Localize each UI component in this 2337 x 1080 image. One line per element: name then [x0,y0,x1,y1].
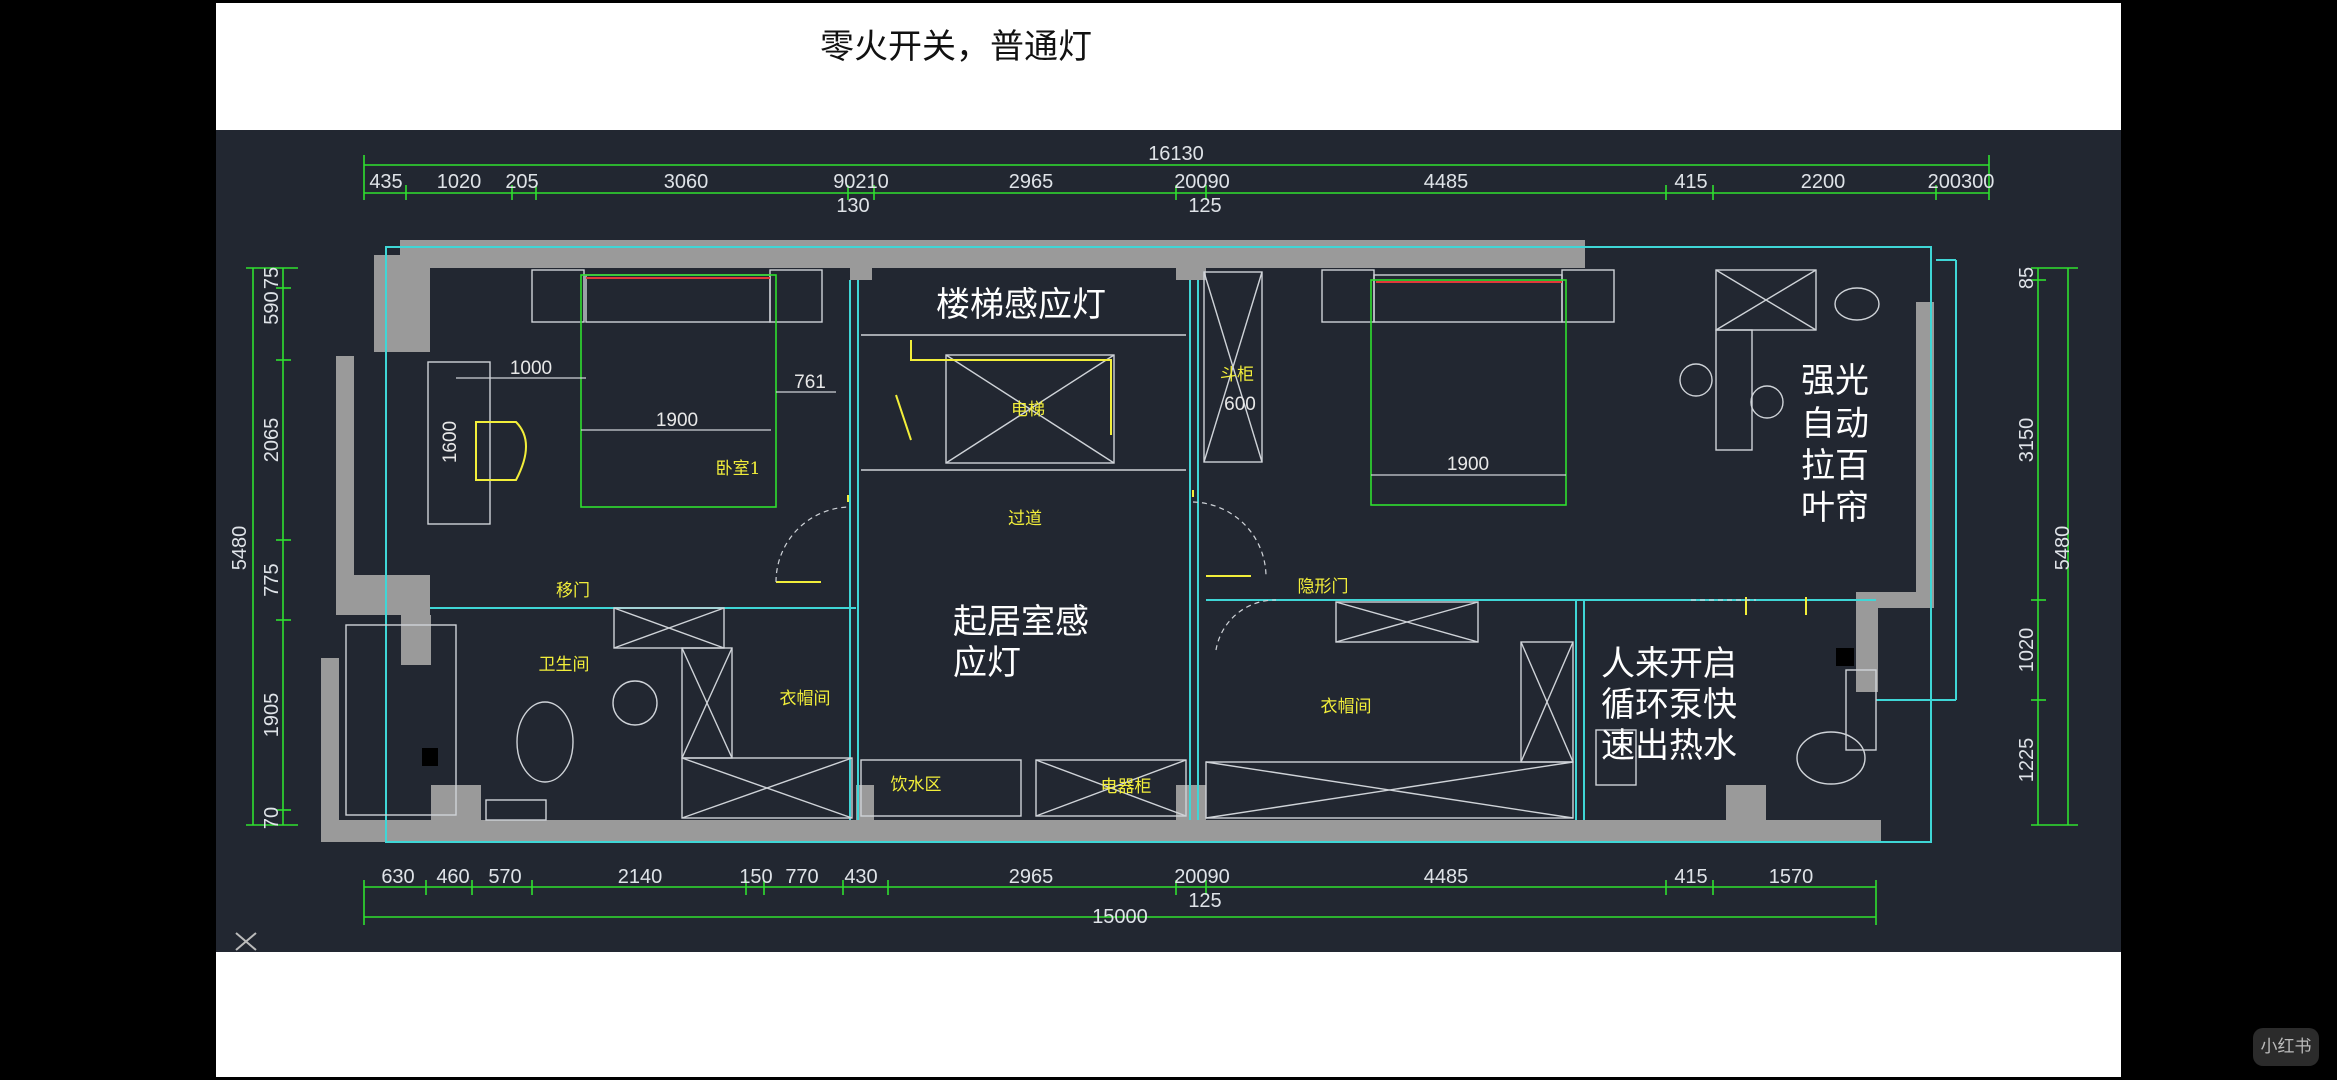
dim-top-8: 4485 [1424,171,1469,193]
furniture-dim-1900-right: 1900 [1447,454,1489,475]
dim-bottom-4: 2140 [618,866,663,888]
dim-bottom-9b: 125 [1188,890,1221,912]
dim-bottom-total: 15000 [1092,906,1148,928]
dim-left-1b: 75 [261,267,283,289]
fixture-markers [422,648,1854,766]
beds [456,274,1567,508]
door-swings [775,501,1756,651]
furniture-dim-600: 600 [1224,394,1256,415]
dim-bottom-12: 1570 [1769,866,1814,888]
dim-right-3: 1020 [2016,628,2038,673]
room-label-bedroom: 卧室1 [716,459,761,479]
annotation-blind-1: 强光 [1801,361,1869,401]
dim-top-11: 200300 [1928,171,1995,193]
furniture-dim-761: 761 [794,372,826,393]
dimension-lines [246,155,2078,925]
dim-top-5: 90210 [833,171,889,193]
dim-bottom-8: 2965 [1009,866,1054,888]
furniture-dim-1600: 1600 [440,421,461,463]
dim-top-6: 2965 [1009,171,1054,193]
furniture-dim-1000: 1000 [510,358,552,379]
floor-plan-drawing: 16130 435 1020 205 3060 90210 130 2965 2… [229,143,2078,951]
room-label-elevator: 电梯 [1011,400,1045,420]
watermark-logo: 小红书 [2253,1028,2319,1066]
dim-top-7: 20090 [1174,171,1230,193]
annotation-water-1: 人来开启 [1601,644,1737,684]
dim-top-7b: 125 [1188,195,1221,217]
room-label-cloakroom-right: 衣帽间 [1321,697,1372,717]
walls [321,240,1934,842]
annotation-stair-sensor-light: 楼梯感应灯 [936,285,1106,325]
dim-bottom-10: 4485 [1424,866,1469,888]
dim-left-1: 590 [261,291,283,324]
dim-left-2: 2065 [261,418,283,463]
room-label-hidden-door: 隐形门 [1298,577,1349,597]
dim-bottom-11: 415 [1674,866,1707,888]
dim-top-3: 205 [505,171,538,193]
dim-right-4: 1225 [2016,738,2038,783]
dim-left-3: 775 [261,563,283,596]
annotation-water-2: 循环泵快 [1601,685,1737,725]
dim-right-1: 85 [2016,267,2038,289]
furniture-dim-1900-left: 1900 [656,410,698,431]
annotation-blind-3: 拉百 [1801,446,1869,486]
room-label-bathroom: 卫生间 [539,655,590,675]
page-title: 零火开关，普通灯 [820,27,1092,67]
dim-top-4: 3060 [664,171,709,193]
annotation-water-3: 速出热水 [1601,726,1737,766]
room-label-water-bar: 饮水区 [891,775,942,795]
dim-top-2: 1020 [437,171,482,193]
close-icon [235,932,257,951]
dim-left-5: 70 [261,807,283,829]
dim-top-total: 16130 [1148,143,1204,165]
dim-bottom-7: 430 [844,866,877,888]
annotation-living-sensor-1: 起居室感 [953,602,1089,642]
dim-bottom-6: 770 [785,866,818,888]
dim-left-4: 1905 [261,693,283,738]
dim-left-total: 5480 [229,526,251,571]
room-label-sliding-door: 移门 [556,581,590,601]
dim-bottom-5: 150 [739,866,772,888]
dim-bottom-2: 460 [436,866,469,888]
dim-right-total: 5480 [2052,526,2074,571]
dim-top-9: 415 [1674,171,1707,193]
room-label-cloakroom-left: 衣帽间 [780,689,831,709]
room-label-corridor: 过道 [1008,509,1042,529]
dim-top-1: 435 [369,171,402,193]
dim-right-2: 3150 [2016,418,2038,463]
floor-plan-panel: 16130 435 1020 205 3060 90210 130 2965 2… [216,130,2121,952]
dim-bottom-9: 20090 [1174,866,1230,888]
annotation-blind-2: 自动 [1801,404,1869,444]
annotation-living-sensor-2: 应灯 [953,643,1021,683]
dim-top-10: 2200 [1801,171,1846,193]
room-label-cabinet: 电器柜 [1101,777,1152,797]
dim-top-5b: 130 [836,195,869,217]
screenshot-frame: 零火开关，普通灯 [216,3,2121,1077]
wall-outlines [385,246,1957,843]
furniture [345,269,1880,821]
highlight-items [475,340,1807,615]
room-label-cupboard: 斗柜 [1220,365,1254,385]
dim-bottom-3: 570 [488,866,521,888]
annotation-blind-4: 叶帘 [1801,488,1869,528]
dim-bottom-1: 630 [381,866,414,888]
